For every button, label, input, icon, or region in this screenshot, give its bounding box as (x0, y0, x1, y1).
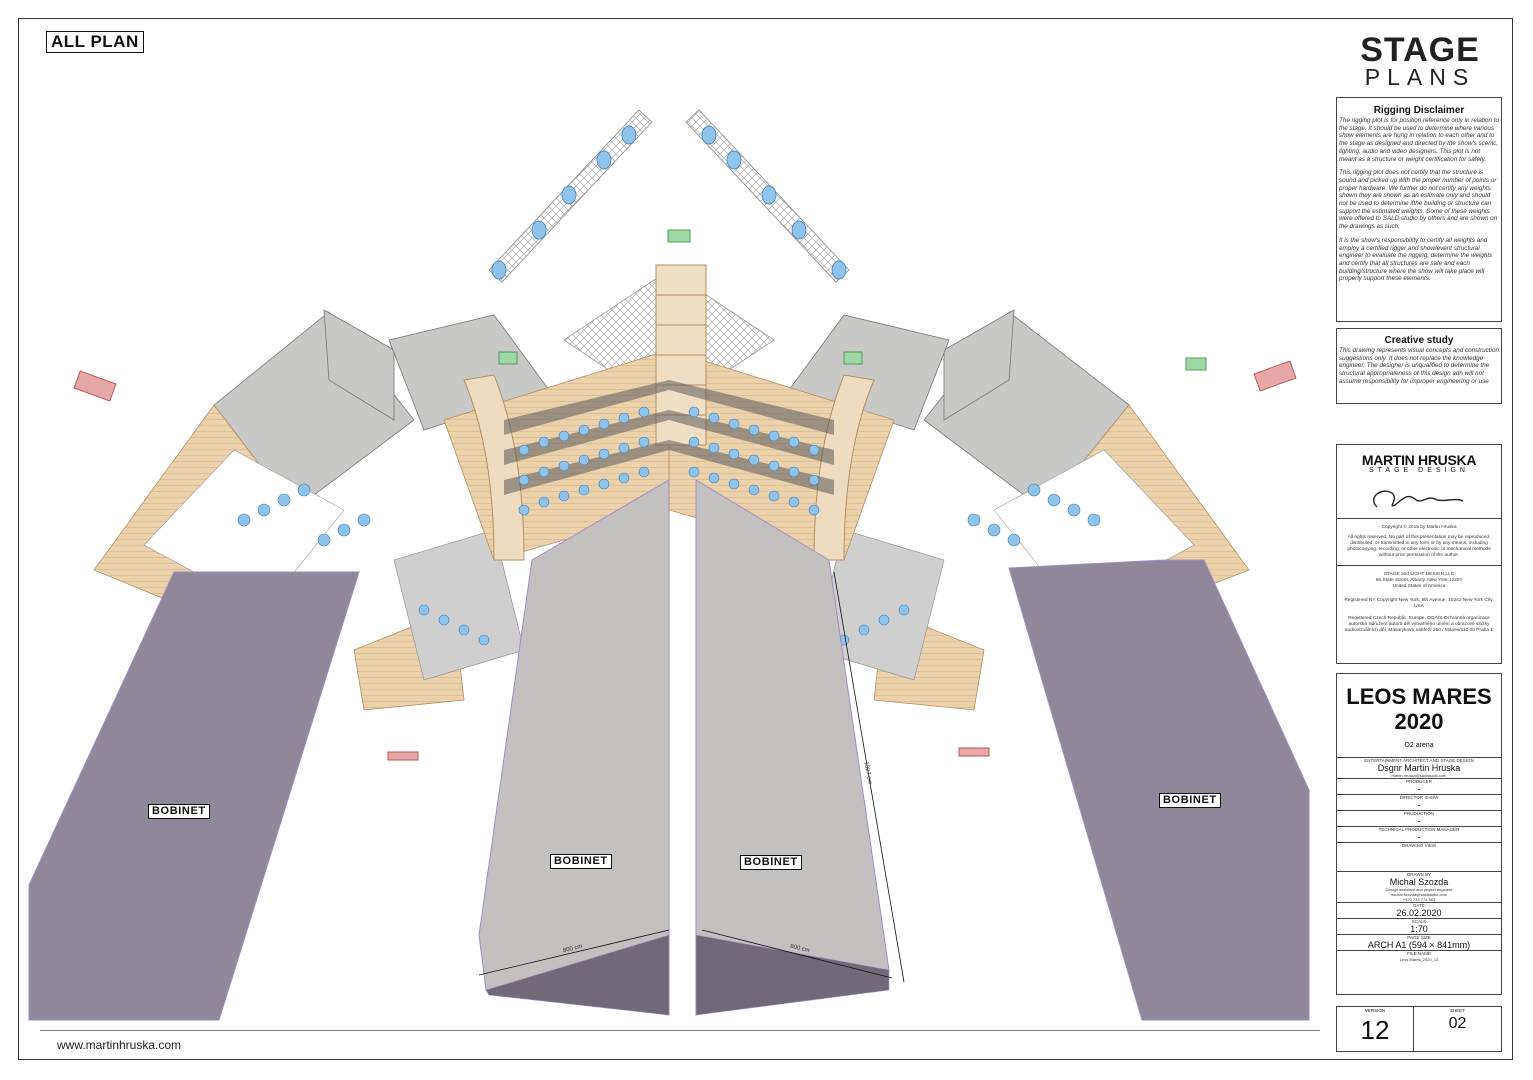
director-label: DIRECTOR SHOW (1399, 795, 1439, 800)
drawing-view-row: DRAWING VIEW (1337, 842, 1501, 871)
drawn-by-label: DRAWN BY (1406, 872, 1432, 877)
rigging-paragraph-2: This rigging plot does not certify that … (1339, 169, 1498, 231)
brand-top: STAGE (1360, 31, 1480, 69)
drawn-by-role: Design assistant and project engineer (1385, 887, 1453, 892)
sheet-label: SHEET (1449, 1008, 1465, 1013)
drawn-by-phone: +420 733 774 563 (1402, 897, 1436, 902)
producer-label: PRODUCER (1406, 779, 1432, 784)
designer-logo-sub: STAGE DESIGN (1369, 467, 1469, 474)
registered-cz: Registered Czech Republic, Europe, OOA/S… (1344, 616, 1494, 633)
company-name: STAGE and LIGHT DESIGN,LLC (1383, 572, 1455, 577)
bottom-rule (40, 1030, 1320, 1031)
project-panel: LEOS MARES 2020 O2 arena ENTERTAINMENT A… (1336, 673, 1502, 995)
designer-panel: MARTIN HRUSKA STAGE DESIGN Copyright © 2… (1336, 444, 1502, 664)
pagesize-label: PAGE SIZE (1407, 935, 1431, 940)
rigging-title: Rigging Disclaimer (1373, 105, 1465, 116)
speaker-units (73, 351, 1297, 761)
tpm-label: TECHNICAL PRODUCTION MANAGER (1378, 827, 1460, 832)
creative-title: Creative study (1384, 335, 1454, 346)
director-row: DIRECTOR SHOW - (1337, 794, 1501, 810)
version-value: 12 (1360, 1015, 1390, 1045)
right-wing-structure (788, 309, 1250, 711)
bobinet-label-left: BOBINET (148, 804, 210, 819)
rigging-paragraph-3: It is the show's responsibility to certi… (1339, 236, 1493, 283)
designer-row: ENTERTAINMENT ARCHITECT AND STAGE DESIGN… (1337, 757, 1501, 778)
website-link[interactable]: www.martinhruska.com (57, 1038, 182, 1052)
version-label: VERSION (1364, 1008, 1386, 1013)
tpm-value: - (1417, 832, 1421, 842)
project-title-line1: LEOS MARES (1346, 684, 1492, 709)
drawn-by-email: michal.szozda@saldstudio.com (1390, 892, 1448, 897)
bobinet-label-center-left: BOBINET (550, 854, 612, 869)
drawing-view-label: DRAWING VIEW (1401, 843, 1437, 848)
copyright-text: Copyright © 2015 by Martin Hruska (1381, 525, 1457, 530)
date-label: DATE (1413, 903, 1425, 908)
project-venue: O2 arena (1404, 742, 1434, 749)
production-value: - (1417, 816, 1421, 826)
top-lighting-trusses (488, 109, 850, 283)
bobinet-label-right: BOBINET (1159, 793, 1221, 808)
sheet-box: SHEET 02 (1413, 1006, 1502, 1052)
creative-study-panel: Creative study This drawing represents v… (1336, 328, 1502, 404)
scale-row: SCALE 1:70 (1337, 918, 1501, 934)
creative-text: This drawing represents visual concepts … (1339, 347, 1499, 385)
company-address-1: 66 State Street, Albany, New York 12207 (1375, 578, 1463, 583)
pagesize-value: ARCH A1 (594 × 841mm) (1367, 940, 1471, 950)
rigging-paragraph-1: The rigging plot is for position referen… (1339, 117, 1499, 163)
sheet-value: 02 (1448, 1015, 1467, 1032)
production-row: PRUDUCTION - (1337, 810, 1501, 826)
signature-icon (1373, 490, 1464, 508)
stage-plan-drawing (28, 109, 1310, 1021)
designer-value: Dsgnr Martin Hruska (1377, 763, 1461, 773)
filename-row: FILE NAME Leos Mares_2020_12 (1337, 950, 1501, 962)
light-fixtures (237, 406, 1101, 646)
designer-logo-name: MARTIN HRUSKA (1361, 452, 1477, 468)
registered-ny: Registered NY Copyright New York, 5th Av… (1344, 598, 1494, 609)
view-title: ALL PLAN (46, 31, 144, 53)
stage-plans-logo: STAGE PLANS (1357, 31, 1483, 90)
scale-value: 1:70 (1410, 924, 1428, 934)
drawing-sheet-border (18, 18, 1513, 1060)
version-box: VERSION 12 (1336, 1006, 1414, 1052)
scale-label: SCALE (1411, 919, 1427, 924)
filename-value: Leos Mares_2020_12 (1399, 957, 1439, 962)
company-address-2: United States of America (1392, 584, 1446, 589)
producer-row: PRODUCER - (1337, 778, 1501, 794)
filename-label: FILE NAME (1407, 951, 1431, 956)
pagesize-row: PAGE SIZE ARCH A1 (594 × 841mm) (1337, 934, 1501, 950)
designer-email: martin.hruska@saldstudio.com (1391, 773, 1447, 778)
rigging-disclaimer-panel: Rigging Disclaimer The rigging plot is f… (1336, 97, 1502, 322)
drawn-by-row: DRAWN BY Michal Szozda Design assistant … (1337, 871, 1501, 902)
tpm-row: TECHNICAL PRODUCTION MANAGER - (1337, 826, 1501, 842)
director-value: - (1417, 800, 1421, 810)
date-row: DATE 26.02.2020 (1337, 902, 1501, 918)
production-label: PRUDUCTION (1404, 811, 1434, 816)
center-truss-roof (443, 229, 895, 561)
brand-bottom: PLANS (1364, 64, 1476, 90)
project-title-line2: 2020 (1394, 709, 1444, 734)
date-value: 26.02.2020 (1396, 908, 1442, 918)
designer-label: ENTERTAINMENT ARCHITECT AND STAGE DESIGN (1364, 758, 1474, 763)
bobinet-label-center-right: BOBINET (740, 855, 802, 870)
bobinet-panels (28, 479, 1310, 1021)
rights-text: All rights reserved. No part of this pre… (1347, 535, 1491, 558)
producer-value: - (1417, 784, 1421, 794)
drawn-by-value: Michal Szozda (1389, 877, 1449, 887)
